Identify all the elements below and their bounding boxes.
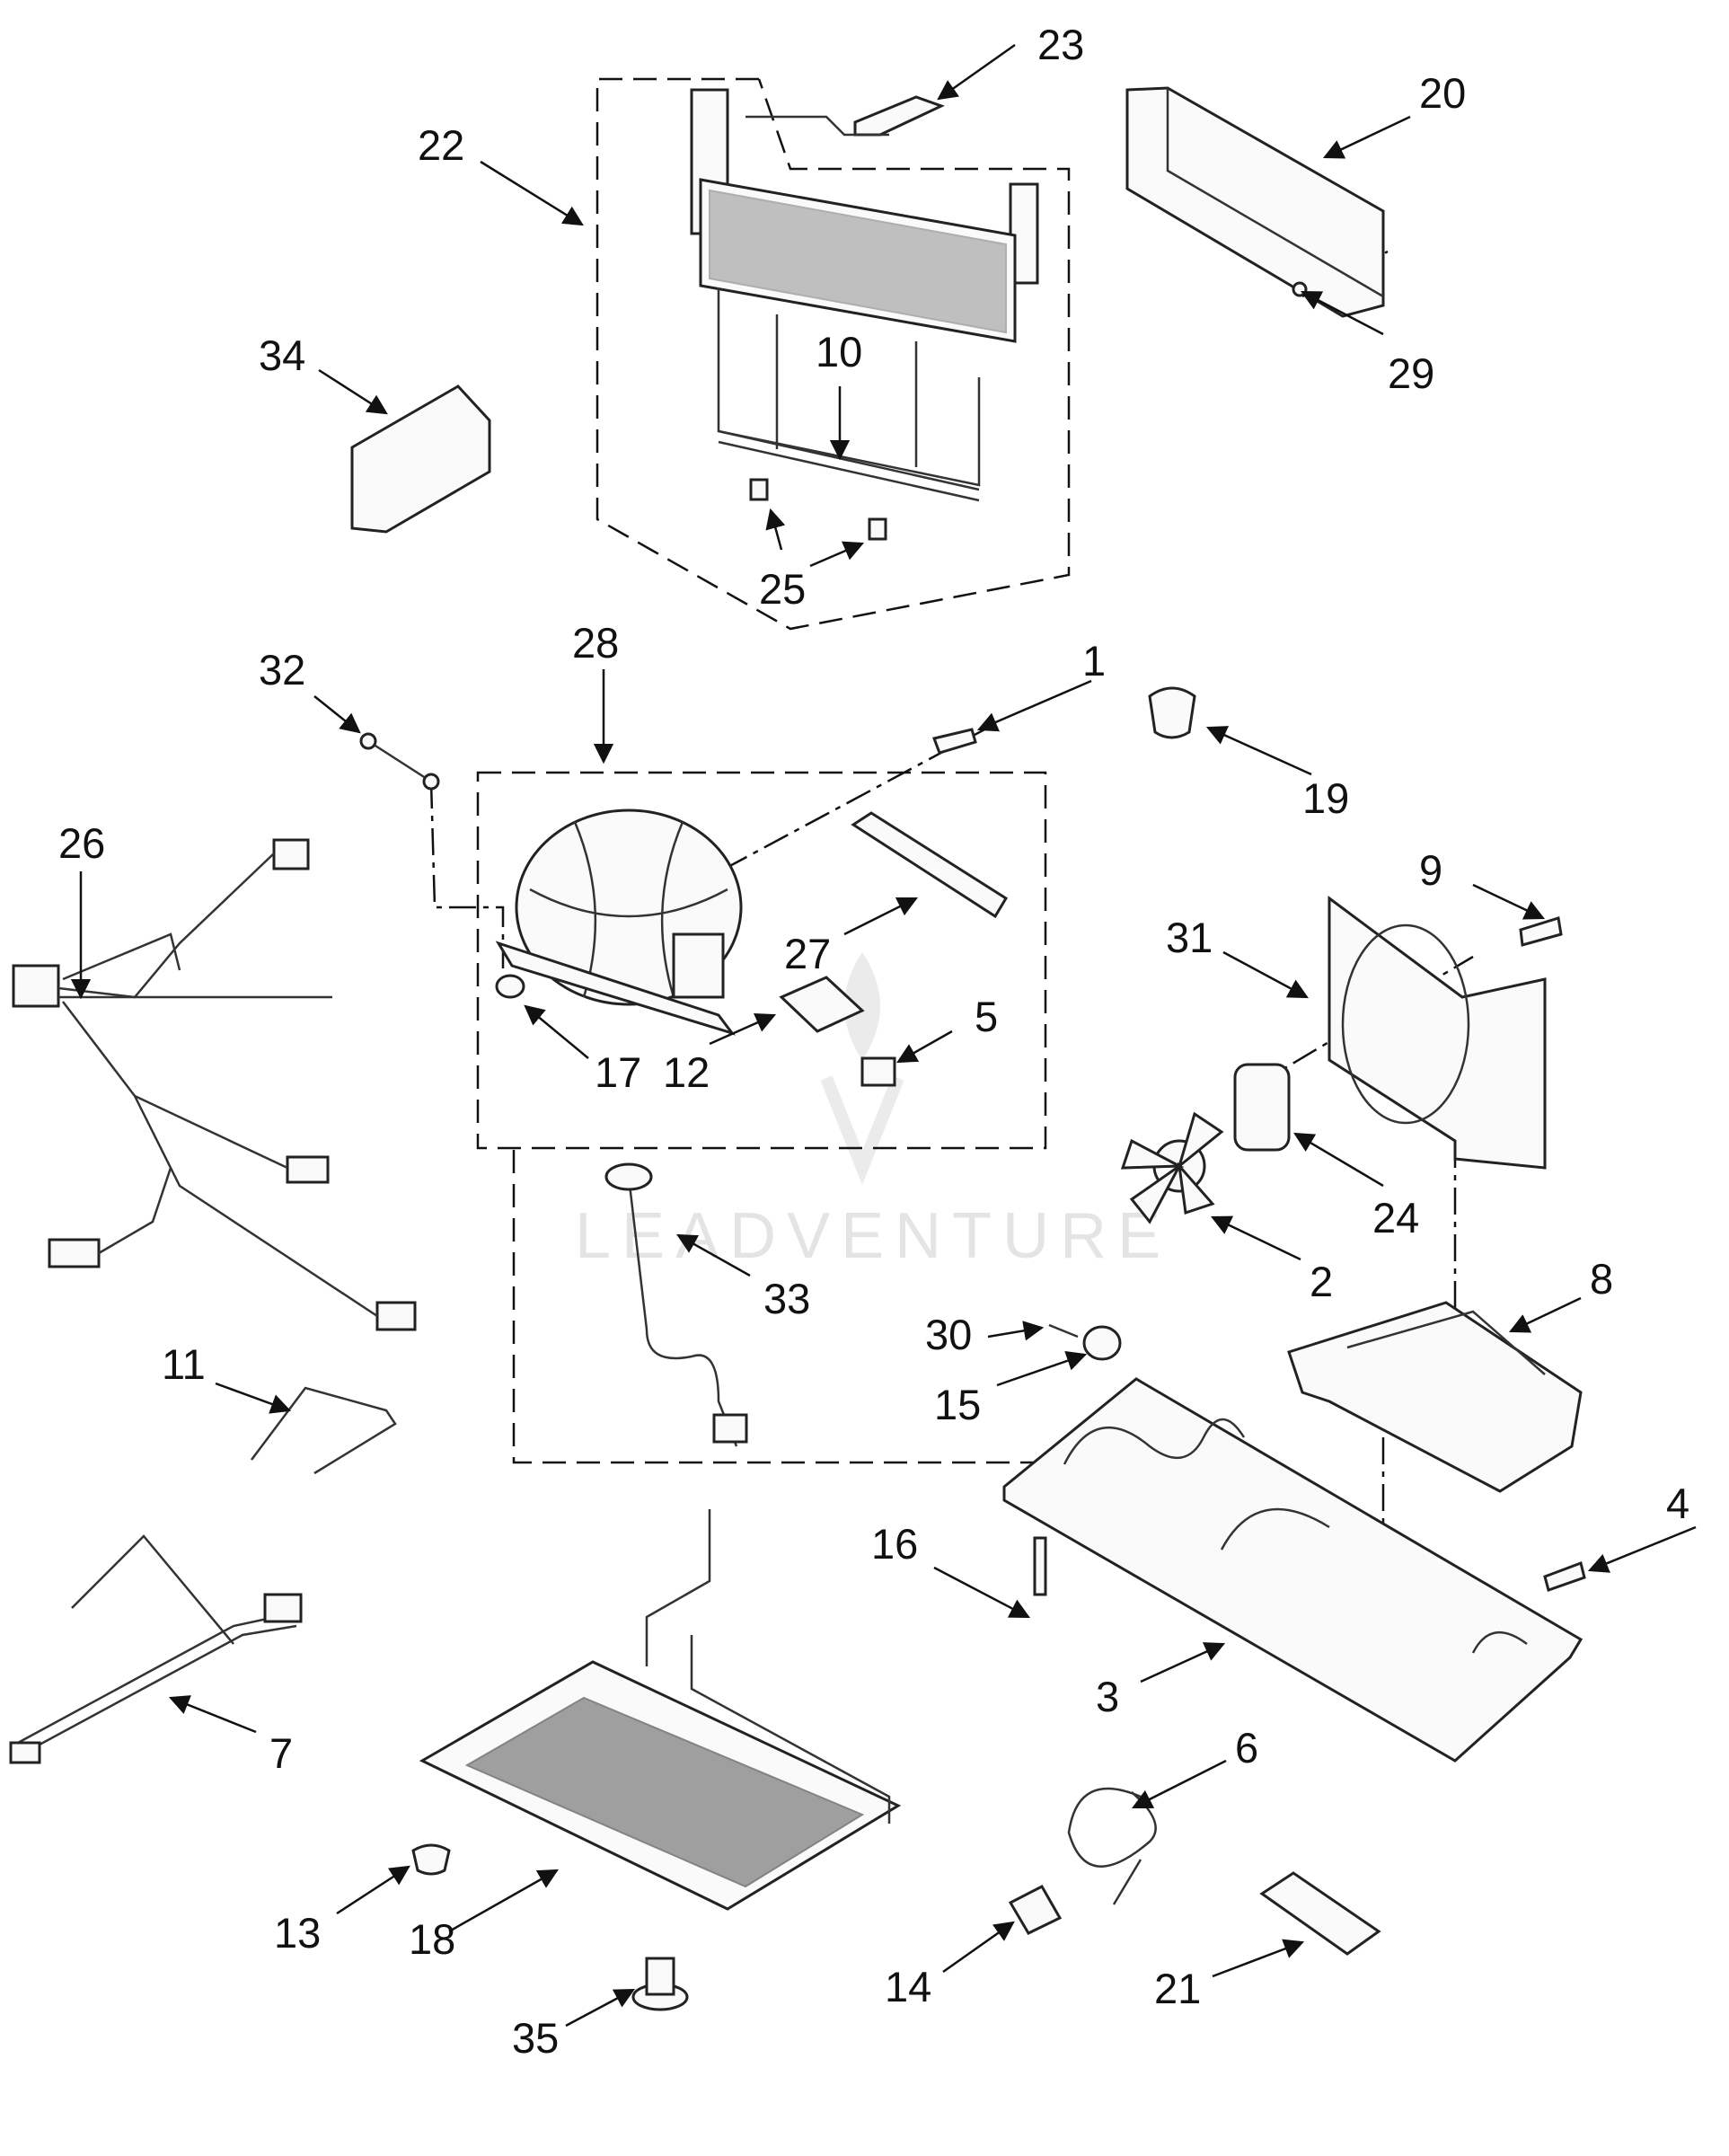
part-31-fan-shroud (1328, 896, 1547, 1170)
part-12-relay (779, 976, 865, 1033)
part-19-clip (1148, 686, 1196, 739)
part-4-screw (1543, 1561, 1586, 1592)
callout-6: 6 (1235, 1724, 1258, 1772)
callout-labels: 23 20 22 10 29 34 25 28 1 32 19 9 26 31 … (58, 21, 1689, 2062)
part-9-screw (1519, 916, 1563, 947)
part-5-overload (860, 1056, 896, 1087)
callout-27: 27 (784, 930, 831, 977)
callout-1: 1 (1082, 637, 1106, 685)
callout-29: 29 (1388, 349, 1434, 397)
callout-21: 21 (1154, 1965, 1201, 2012)
callout-23: 23 (1037, 21, 1084, 68)
part-20-duct-cover (1125, 86, 1385, 318)
callout-11: 11 (162, 1340, 206, 1388)
part-32-strap (359, 732, 440, 791)
callout-8: 8 (1590, 1255, 1613, 1303)
callout-31: 31 (1166, 914, 1213, 961)
part-24-fan-motor (1233, 1063, 1291, 1152)
part-27-drier (851, 811, 1009, 919)
callout-22: 22 (418, 121, 464, 169)
part-1-screw (931, 728, 977, 755)
part-13-clip (411, 1843, 451, 1876)
part-34-control-board (350, 384, 491, 534)
part-21-sleeve (1259, 1871, 1381, 1956)
callout-28: 28 (572, 619, 619, 667)
watermark-text: LEADVENTURE (575, 1200, 1171, 1272)
callout-10: 10 (816, 328, 862, 376)
callout-3: 3 (1096, 1673, 1119, 1720)
callout-32: 32 (259, 646, 305, 694)
part-16-screw (1033, 1536, 1047, 1596)
part-2-fan-blade (1120, 1111, 1224, 1224)
callout-14: 14 (885, 1963, 931, 2010)
callout-15: 15 (934, 1381, 981, 1428)
callout-33: 33 (763, 1275, 810, 1322)
part-6-tube (1067, 1787, 1157, 1905)
callout-7: 7 (269, 1729, 293, 1777)
part-22-evaporator (690, 88, 1039, 487)
part-3-base-plate (1002, 1377, 1583, 1763)
part-18-condenser (419, 1509, 902, 1911)
callout-17: 17 (595, 1048, 641, 1096)
callout-19: 19 (1302, 774, 1349, 822)
part-8-bracket-tray (1287, 1301, 1583, 1493)
callout-9: 9 (1419, 846, 1442, 894)
part-10-heater (718, 429, 980, 502)
evaporator-assembly-boundary (595, 77, 1071, 631)
part-17-grommet (495, 974, 525, 999)
part-7-wire-harness (9, 1534, 303, 1764)
callout-13: 13 (274, 1909, 321, 1957)
part-25-clips (749, 478, 887, 541)
part-28-compressor (495, 808, 743, 1036)
part-14-sleeve (1008, 1885, 1063, 1935)
callout-35: 35 (512, 2014, 559, 2062)
callout-24: 24 (1372, 1194, 1419, 1241)
callout-4: 4 (1666, 1480, 1689, 1527)
part-26-wire-harness (12, 838, 417, 1331)
callout-18: 18 (409, 1915, 455, 1963)
callout-34: 34 (259, 331, 305, 379)
part-15-grommet (1082, 1325, 1122, 1361)
callout-16: 16 (871, 1520, 918, 1568)
callout-26: 26 (58, 819, 105, 867)
part-23-foam-strip (853, 95, 945, 137)
callout-5: 5 (975, 993, 998, 1040)
callout-12: 12 (663, 1048, 710, 1096)
part-35-foot (631, 1957, 689, 2011)
compressor-assembly-boundary (476, 771, 1047, 1150)
callout-2: 2 (1310, 1258, 1333, 1305)
callout-25: 25 (759, 565, 806, 613)
watermark: LEADVENTURE (575, 952, 1171, 1272)
callout-arrows (70, 43, 1697, 2028)
callout-20: 20 (1419, 69, 1466, 117)
part-30-pin (1048, 1323, 1079, 1339)
part-11-bracket (251, 1386, 397, 1475)
part-33-drain-tube (604, 1162, 748, 1447)
callout-30: 30 (925, 1311, 972, 1358)
